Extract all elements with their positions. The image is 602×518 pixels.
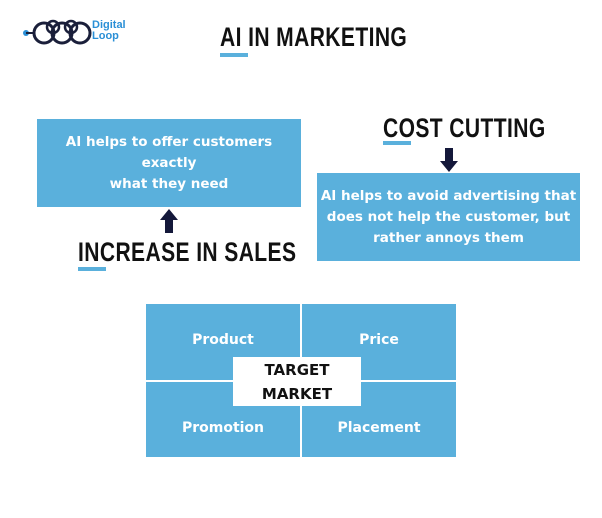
arrow-down-icon: [440, 148, 458, 172]
quadrant-label: Placement: [337, 419, 421, 436]
cost-cutting-underline: [383, 141, 411, 145]
marketing-mix-grid: Product Price Promotion Placement TARGET…: [146, 304, 456, 457]
increase-sales-heading: INCREASE IN SALES: [78, 237, 297, 267]
target-market-label: TARGET MARKET: [233, 357, 361, 406]
brand-name-line1: Digital: [92, 19, 126, 31]
quadrant-label: Price: [359, 331, 399, 348]
cost-cutting-text-line: rather annoys them: [373, 229, 524, 246]
arrow-up-icon: [160, 209, 178, 233]
target-market-line: MARKET: [261, 384, 333, 403]
cost-cutting-heading: COST CUTTING: [383, 113, 546, 143]
title-underline: [220, 53, 248, 57]
page-title: AI IN MARKETING: [220, 22, 408, 52]
increase-sales-underline: [78, 267, 106, 271]
increase-sales-text-line: AI helps to offer customers: [65, 133, 273, 150]
brand-name: Digital Loop: [92, 20, 126, 42]
target-market-line: TARGET: [264, 360, 330, 379]
quadrant-label: Promotion: [181, 419, 265, 436]
digital-loop-logo-icon: [23, 19, 92, 45]
cost-cutting-text-line: does not help the customer, but: [326, 208, 571, 225]
increase-sales-text-line: exactly: [141, 154, 197, 171]
brand-name-line2: Loop: [92, 30, 119, 42]
increase-sales-box: AI helps to offer customers exactly what…: [37, 119, 301, 207]
increase-sales-text-line: what they need: [109, 175, 229, 192]
cost-cutting-text-line: AI helps to avoid advertising that: [320, 187, 577, 204]
cost-cutting-box: AI helps to avoid advertising that does …: [317, 173, 580, 261]
quadrant-label: Product: [192, 331, 254, 348]
